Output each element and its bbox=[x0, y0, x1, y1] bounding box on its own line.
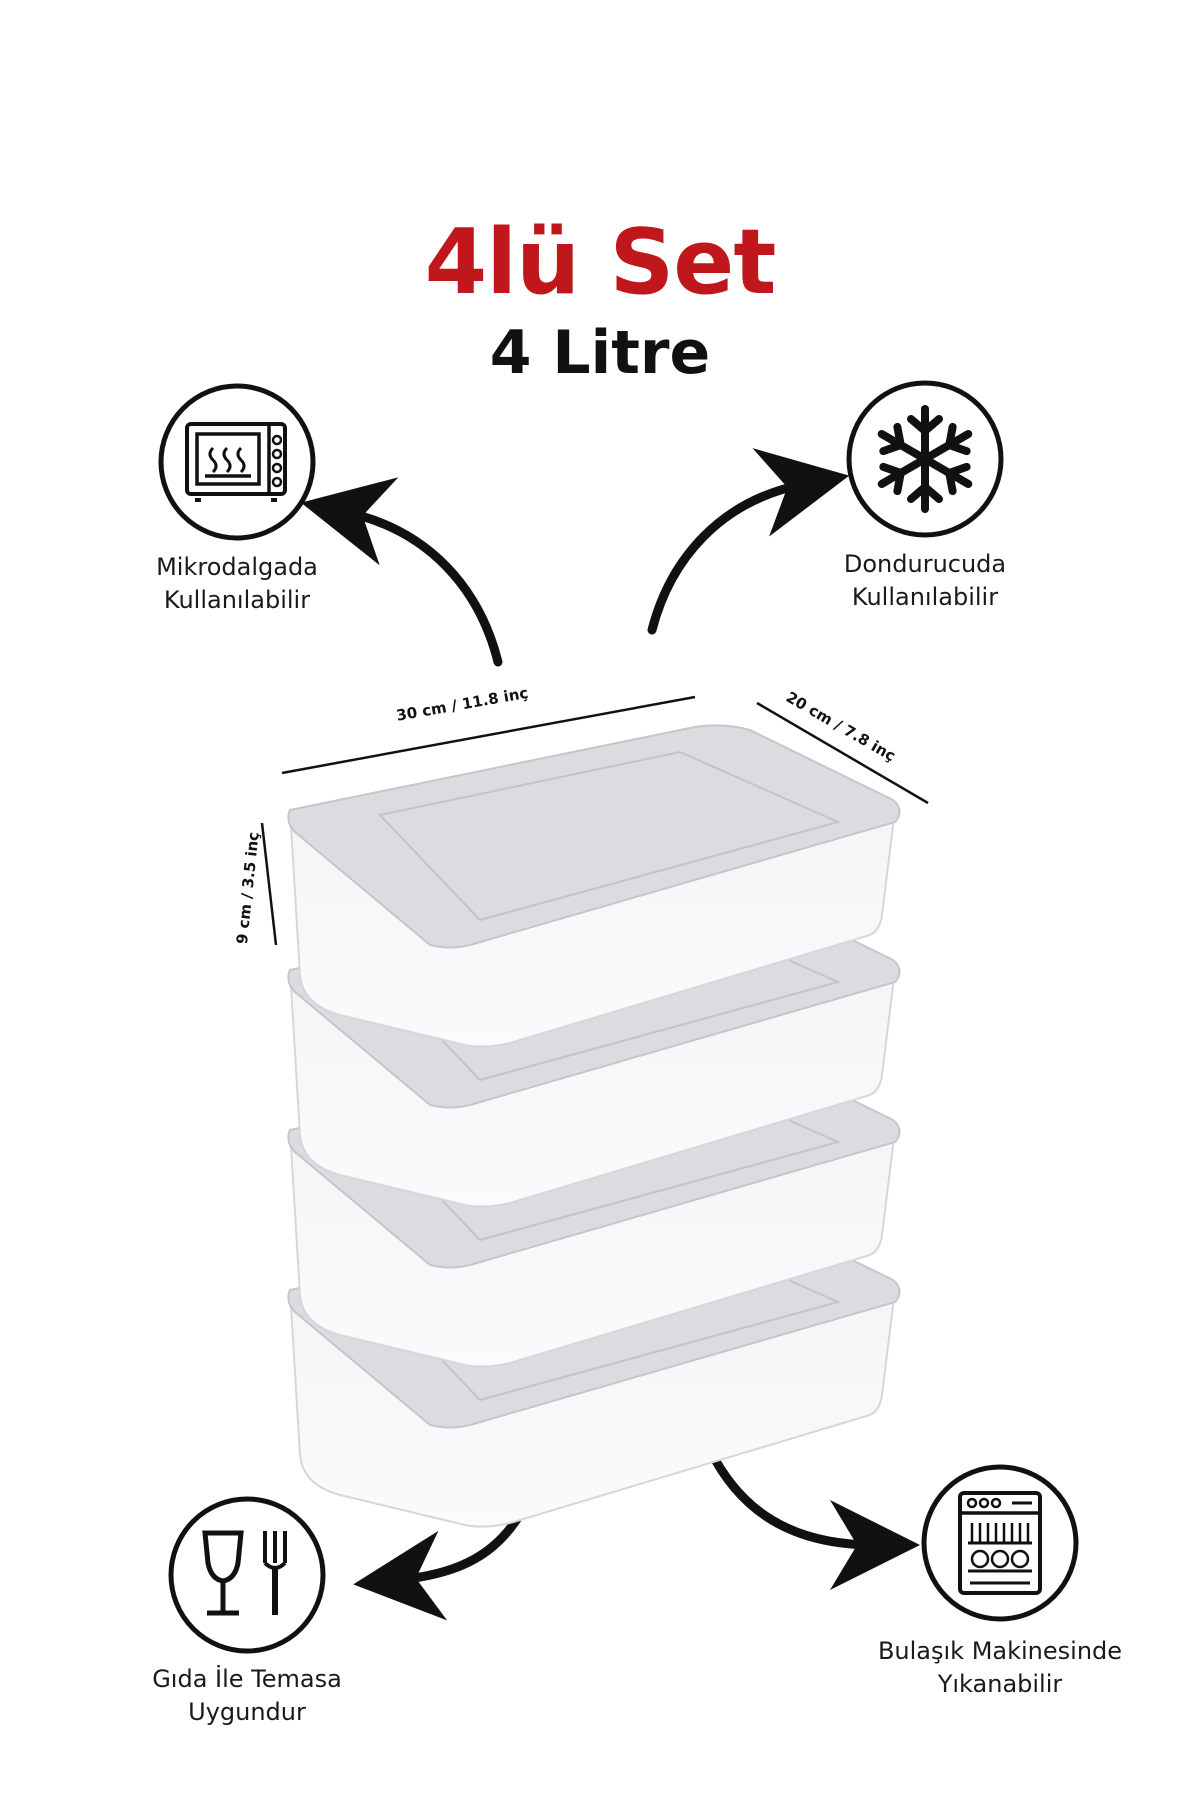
feature-food-safe-label: Gıda İle Temasa Uygundur bbox=[117, 1663, 377, 1729]
volume-subtitle: 4 Litre bbox=[489, 318, 711, 388]
container-stack bbox=[287, 724, 901, 1528]
microwave-icon bbox=[158, 383, 316, 541]
feature-dishwasher-line1: Bulaşık Makinesinde bbox=[877, 1637, 1123, 1665]
feature-microwave-label: Mikrodalgada Kullanılabilir bbox=[117, 551, 357, 617]
arrow-to-dishwasher bbox=[705, 1445, 920, 1590]
feature-freezer-line2: Kullanılabilir bbox=[851, 583, 999, 611]
feature-dishwasher-label: Bulaşık Makinesinde Yıkanabilir bbox=[855, 1635, 1145, 1701]
arrow-to-microwave bbox=[300, 477, 503, 667]
feature-food-safe-line1: Gıda İle Temasa bbox=[152, 1665, 342, 1693]
set-title: 4lü Set bbox=[424, 210, 777, 315]
feature-microwave-line1: Mikrodalgada bbox=[156, 553, 318, 581]
snowflake-icon bbox=[846, 380, 1004, 538]
height-dimension-line bbox=[260, 822, 278, 946]
feature-microwave-line2: Kullanılabilir bbox=[163, 586, 311, 614]
arrow-to-freezer bbox=[647, 448, 850, 635]
feature-dishwasher-line2: Yıkanabilir bbox=[937, 1670, 1063, 1698]
width-dimension-line bbox=[756, 701, 929, 805]
feature-food-safe-line2: Uygundur bbox=[188, 1698, 306, 1726]
feature-freezer-line1: Dondurucuda bbox=[843, 550, 1007, 578]
length-dimension-line bbox=[281, 695, 696, 775]
dishwasher-icon bbox=[921, 1464, 1079, 1622]
feature-freezer-label: Dondurucuda Kullanılabilir bbox=[805, 548, 1045, 614]
container-1 bbox=[287, 724, 901, 1048]
food-safe-icon bbox=[168, 1496, 326, 1654]
